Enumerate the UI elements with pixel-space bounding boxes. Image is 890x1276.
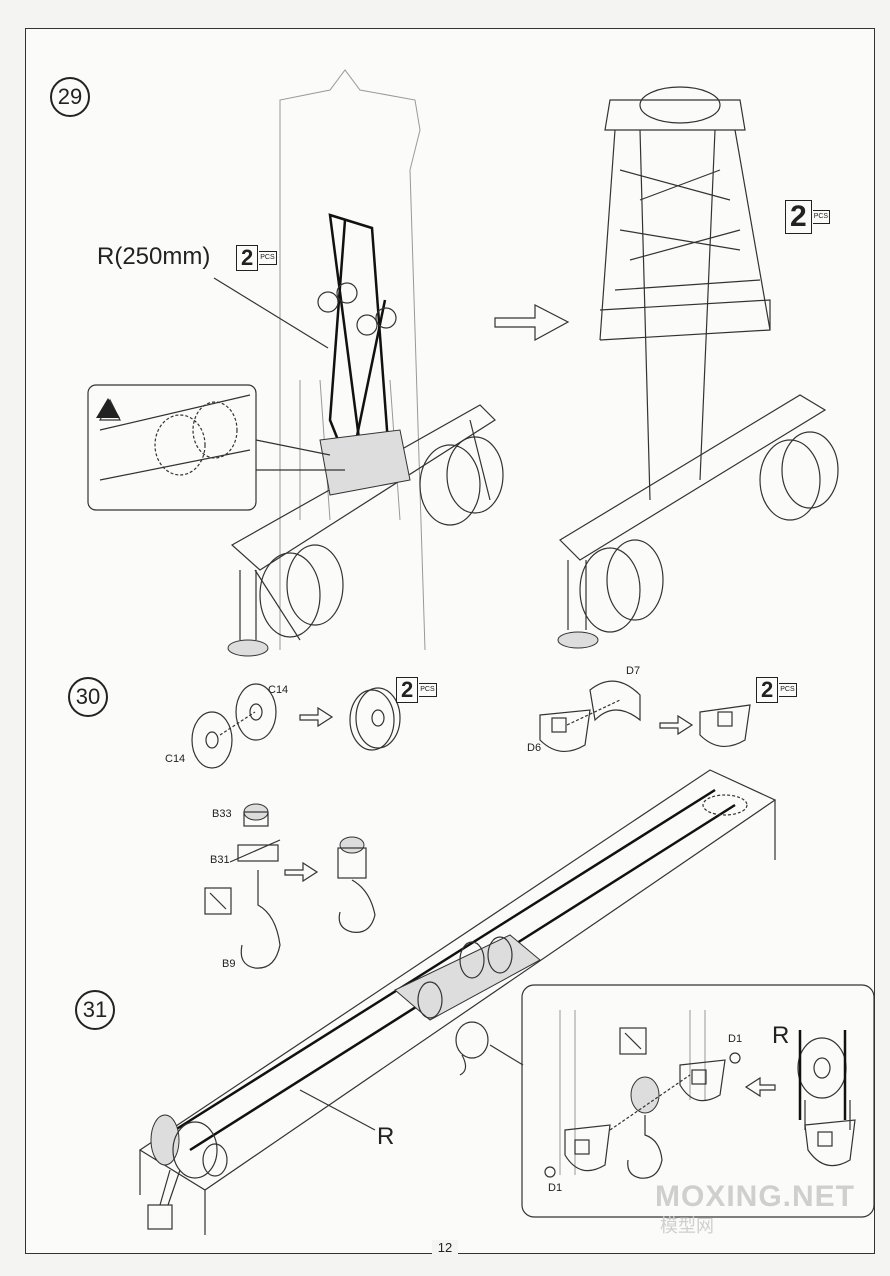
qty-badge-30-right: 2 PCS: [756, 677, 797, 703]
step31-beam-assembly: [138, 769, 777, 1235]
qty-badge-30-left: 2 PCS: [396, 677, 437, 703]
step29-left-assembly: [87, 69, 504, 657]
part-label-d7: D7: [626, 665, 641, 677]
qty-number: 2: [236, 245, 259, 271]
belt-label: R(250mm): [97, 243, 211, 270]
step-number-30: 30: [68, 677, 108, 717]
qty-number: 2: [785, 200, 812, 234]
belt-label-detail: R: [772, 1022, 790, 1049]
warning-icon: [96, 398, 120, 418]
part-label-b9: B9: [222, 958, 236, 970]
watermark-sub: 模型网: [660, 1216, 714, 1236]
step29-right-assembly: [557, 86, 839, 649]
watermark: MOXING.NET: [655, 1180, 856, 1213]
step30-pulley-assembly: [191, 683, 401, 769]
part-label-d1-bottom: D1: [548, 1182, 563, 1194]
qty-badge-29-right: 2 PCS: [785, 200, 831, 234]
part-label-d1-top: D1: [728, 1033, 743, 1045]
part-label-c14-top: C14: [268, 684, 289, 696]
page-number: 12: [0, 1240, 890, 1255]
part-label-b31: B31: [210, 854, 230, 866]
part-label-b33: B33: [212, 808, 232, 820]
step30-bracket-assembly: [539, 680, 751, 752]
qty-number: 2: [756, 677, 779, 703]
step-number-31: 31: [75, 990, 115, 1030]
qty-badge-29-left: 2 PCS: [236, 245, 277, 271]
part-label-c14-bottom: C14: [165, 753, 186, 765]
step30-hook-assembly: [204, 803, 376, 969]
step29-arrow: [494, 304, 570, 342]
belt-label-main: R: [377, 1123, 395, 1150]
qty-number: 2: [396, 677, 419, 703]
step31-detail-inset: [521, 984, 875, 1218]
pcs-label: PCS: [812, 210, 831, 224]
pcs-label: PCS: [779, 683, 797, 697]
step-number-29: 29: [50, 77, 90, 117]
pcs-label: PCS: [259, 251, 277, 265]
pcs-label: PCS: [419, 683, 437, 697]
part-label-d6: D6: [527, 742, 542, 754]
